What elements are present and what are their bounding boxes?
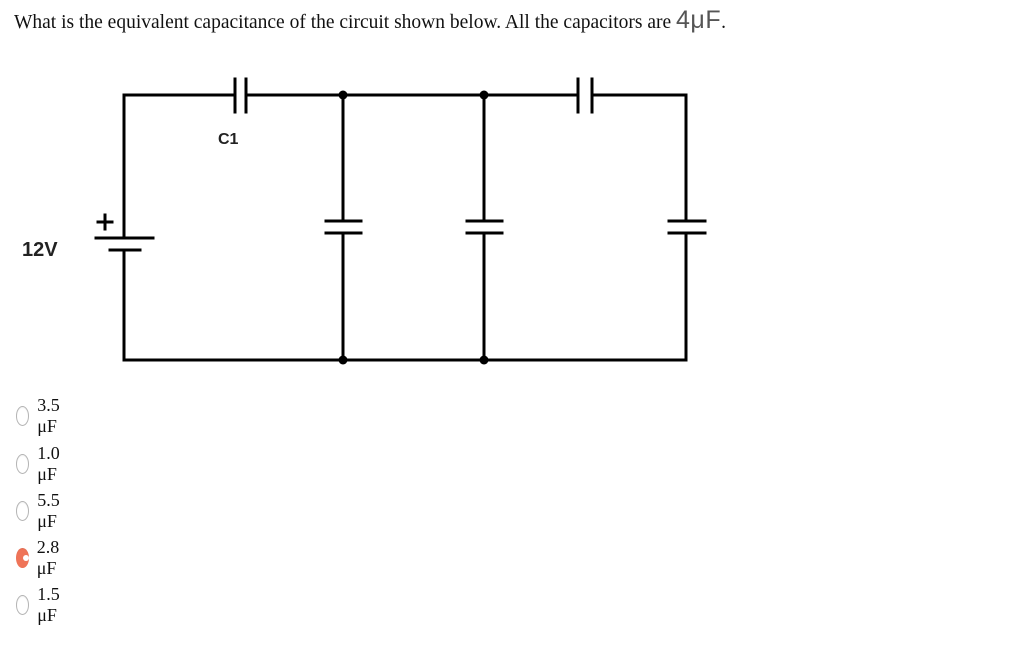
junction-node [479,355,489,365]
option-label: 3.5 μF [37,395,60,436]
junction-node [479,90,489,100]
option-1-5-uf[interactable]: 1.5 μF [16,584,67,625]
question-period: . [721,12,726,33]
radio-button[interactable] [16,406,30,426]
option-1-0-uf[interactable]: 1.0 μF [16,443,67,484]
question-text: What is the equivalent capacitance of th… [14,6,726,35]
radio-button-selected[interactable] [16,548,29,568]
capacitance-value: 4μF [676,6,722,34]
option-label: 1.5 μF [37,584,60,625]
radio-button[interactable] [16,501,30,521]
option-label: 5.5 μF [37,490,60,531]
radio-button[interactable] [16,454,30,474]
junction-node [338,355,348,365]
junction-node [338,90,348,100]
capacitor-label-c1: C1 [218,131,239,148]
option-label: 2.8 μF [36,537,60,578]
option-3-5-uf[interactable]: 3.5 μF [16,395,67,436]
option-5-5-uf[interactable]: 5.5 μF [16,490,67,531]
radio-button[interactable] [16,595,30,615]
option-2-8-uf[interactable]: 2.8 μF [16,537,67,578]
question-body: What is the equivalent capacitance of th… [14,12,677,33]
option-label: 1.0 μF [37,443,60,484]
voltage-source-label: 12V [22,239,58,261]
circuit-diagram: C1 12V [22,77,707,365]
